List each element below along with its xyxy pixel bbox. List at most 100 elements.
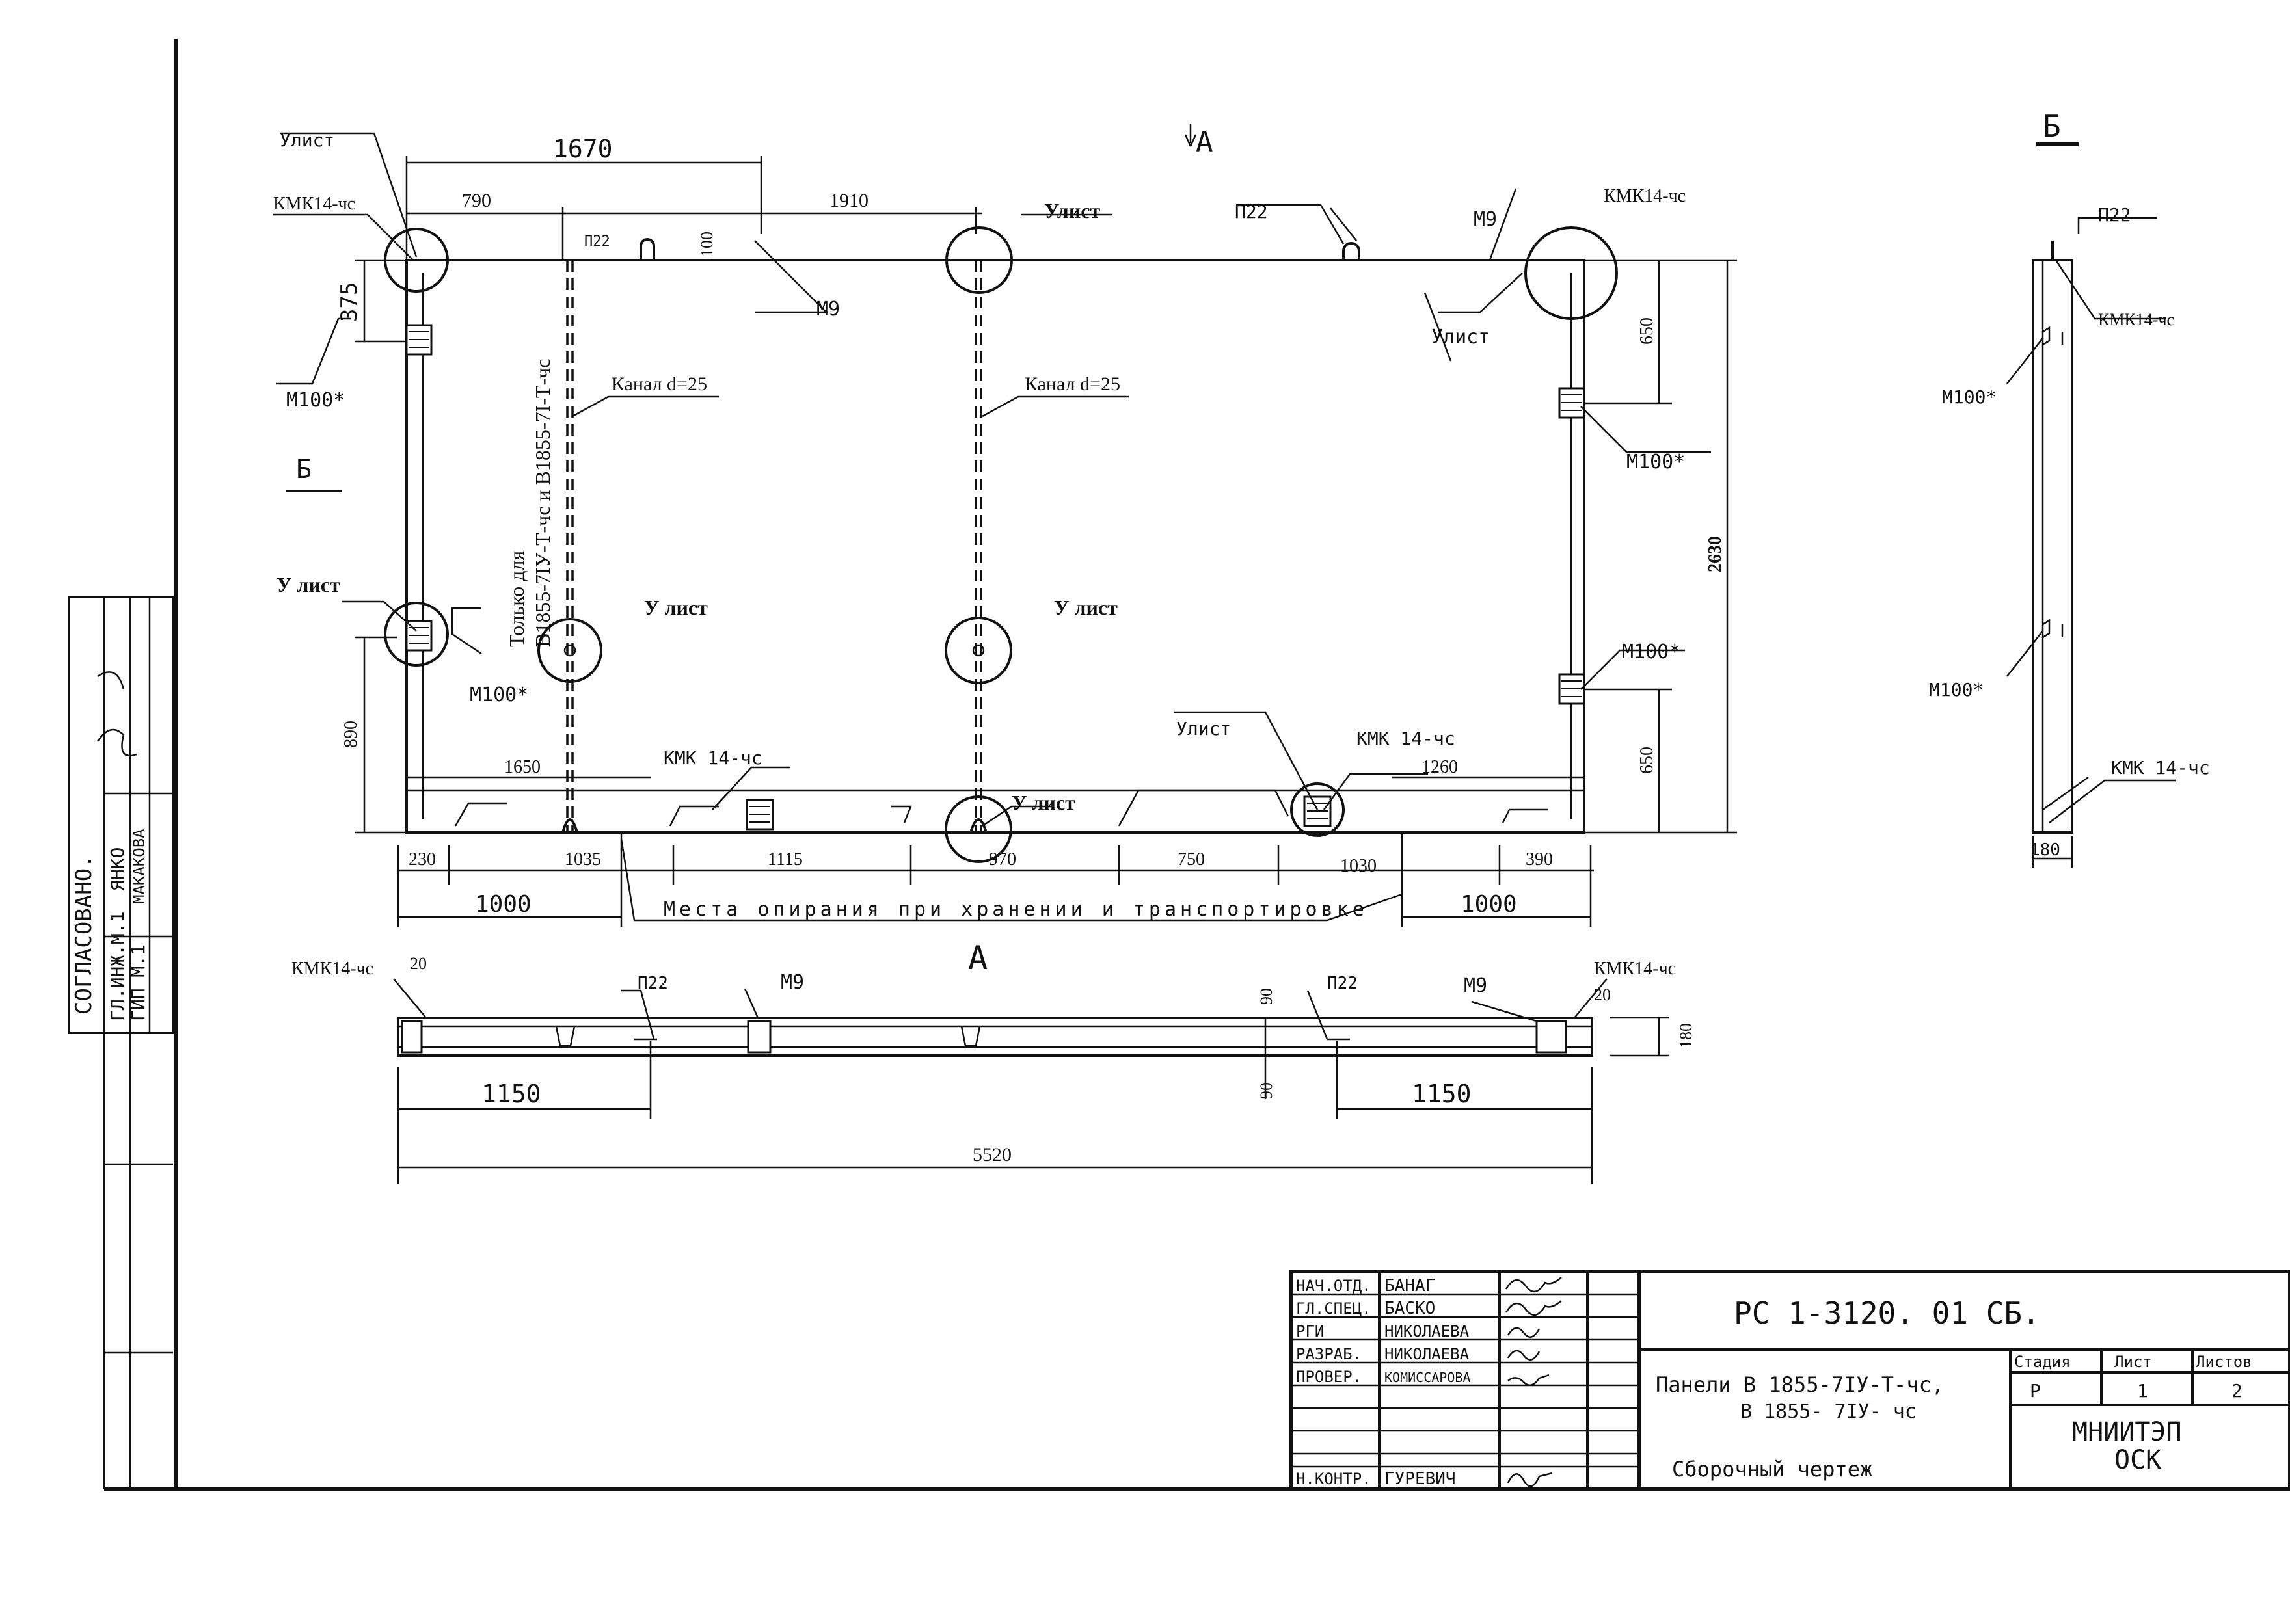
dim-650-top: 650 — [1637, 317, 1657, 345]
sheet-sheets-label: Листов — [2196, 1353, 2252, 1371]
title-block: НАЧ.ОТД. БАНАГ ГЛ.СПЕЦ. БАСКО РГИ НИКОЛА… — [1289, 1270, 2290, 1491]
label-only-for-1: Только для — [505, 551, 528, 647]
label-m100-2: М100* — [470, 684, 528, 706]
dim-1030: 1030 — [1340, 856, 1377, 876]
dim-390: 390 — [1526, 849, 1553, 870]
dim-1150-right: 1150 — [1412, 1080, 1472, 1108]
agreed-block: СОГЛАСОВАНО. ГЛ.ИНЖ.М.1 ЯНКО ГИП М.1 МАК… — [71, 671, 149, 1021]
label-m9-tr: М9 — [1474, 208, 1497, 231]
label-kmk-tl: КМК14-чс — [273, 194, 355, 214]
dim-1910: 1910 — [829, 190, 869, 211]
agreed-role-2: ГИП М.1 — [128, 944, 149, 1021]
label-ulist-tm: Улист — [1044, 199, 1100, 222]
dim-90-bottom: 90 — [1257, 1082, 1276, 1099]
approval-name-6: ГУРЕВИЧ — [1384, 1469, 1456, 1489]
agreed-signature — [96, 671, 137, 757]
ulist-circle-bm — [945, 795, 1012, 863]
approval-role-3: РГИ — [1296, 1322, 1324, 1340]
sheet-stage-value: Р — [2030, 1380, 2041, 1402]
dim-2630: 2630 — [1705, 536, 1725, 572]
org-name-2: ОСК — [2114, 1445, 2161, 1475]
dimension-text: 1670 790 1910 100 375 890 650 2630 650 1… — [291, 135, 2210, 1165]
plate-m100-4 — [1558, 673, 1585, 705]
label-only-for-2: В1855-7ІУ-Т-чс и В1855-7І-Т-чс — [531, 359, 554, 647]
dim-20-left: 20 — [410, 954, 427, 973]
sheet-sheet-value: 1 — [2137, 1380, 2148, 1402]
dim-1000-left: 1000 — [475, 891, 532, 918]
plate-kmk-bottom-1 — [746, 799, 774, 831]
label-kmk-a-right: КМК14-чс — [1594, 959, 1676, 979]
approval-role-1: НАЧ.ОТД. — [1296, 1277, 1371, 1295]
agreed-name-1: ЯНКО — [107, 847, 128, 891]
label-kanal-1: Канал d=25 — [612, 373, 707, 395]
label-ulist-tr: Улист — [1431, 326, 1490, 349]
label-m100-b1: М100* — [1942, 386, 1997, 408]
dim-1670: 1670 — [553, 135, 613, 163]
approval-role-2: ГЛ.СПЕЦ. — [1296, 1299, 1371, 1318]
leader-lines — [273, 124, 2176, 1040]
dim-180-b: 180 — [2030, 840, 2060, 860]
label-p22-a-left: П22 — [638, 974, 668, 993]
dim-1000-right: 1000 — [1461, 891, 1517, 918]
label-m100-4: М100* — [1622, 641, 1680, 663]
dim-750: 750 — [1178, 849, 1205, 870]
approval-role-5: ПРОВЕР. — [1296, 1368, 1362, 1386]
agreed-role-1: ГЛ.ИНЖ.М.1 — [107, 911, 128, 1021]
section-a-view — [397, 1017, 1669, 1184]
doc-code: РС 1-3120. 01 СБ. — [1734, 1296, 2040, 1331]
plate-kmk-bottom-2 — [1303, 795, 1332, 827]
ulist-circle-tm — [945, 226, 1013, 294]
sheet-sheets-value: 2 — [2231, 1380, 2243, 1402]
ulist-circle-mr — [945, 617, 1012, 684]
dim-375: 375 — [336, 282, 362, 322]
dim-970: 970 — [989, 849, 1016, 870]
label-ulist-mr: У лист — [1054, 596, 1118, 619]
loop-p22-top-right — [1342, 242, 1360, 260]
dim-650-bottom: 650 — [1637, 747, 1657, 774]
dim-5520: 5520 — [973, 1144, 1012, 1165]
dim-90-top: 90 — [1257, 988, 1276, 1005]
label-p22-tl: П22 — [584, 233, 610, 250]
elevation-labels: Улист КМК14-чс М100* У лист М100* Канал … — [273, 109, 2061, 977]
label-m100-b2: М100* — [1929, 679, 1984, 700]
label-ulist-tl: Улист — [280, 129, 334, 151]
approval-role-4: РАЗРАБ. — [1296, 1345, 1362, 1363]
sheet-sheet-label: Лист — [2114, 1353, 2152, 1371]
dim-20-right: 20 — [1594, 985, 1611, 1004]
approval-role-6: Н.КОНТР. — [1296, 1470, 1371, 1488]
label-section-b: Б — [2043, 109, 2061, 144]
approval-name-4: НИКОЛАЕВА — [1384, 1345, 1470, 1363]
label-section-a: А — [968, 939, 988, 977]
approval-name-2: БАСКО — [1384, 1299, 1435, 1318]
approval-name-1: БАНАГ — [1384, 1276, 1435, 1296]
label-kmk-b-bottom: КМК 14-чс — [2111, 757, 2210, 779]
dimension-lines — [355, 156, 1737, 927]
dim-180-a: 180 — [1677, 1023, 1695, 1048]
label-ulist-bm: У лист — [1012, 791, 1075, 814]
sheet-stage-label: Стадия — [2014, 1353, 2071, 1371]
dim-790: 790 — [462, 190, 491, 211]
label-kmk-b-top: КМК14-чс — [2098, 310, 2174, 329]
org-name-1: МНИИТЭП — [2072, 1417, 2182, 1447]
label-section-a-top: А — [1196, 126, 1213, 159]
dim-1035: 1035 — [565, 849, 601, 870]
label-kanal-2: Канал d=25 — [1025, 373, 1120, 395]
approval-name-3: НИКОЛАЕВА — [1384, 1322, 1470, 1340]
dim-1260: 1260 — [1421, 757, 1458, 777]
plate-m100-3 — [1558, 387, 1585, 419]
signatures — [1505, 1277, 1562, 1487]
label-m100-3: М100* — [1626, 451, 1685, 473]
label-ulist-br: Улист — [1176, 718, 1231, 739]
agreed-header: СОГЛАСОВАНО. — [71, 855, 97, 1015]
approval-name-5: КОМИССАРОВА — [1384, 1370, 1470, 1385]
label-ulist-ml: У лист — [276, 573, 340, 596]
label-kmk-tr: КМК14-чс — [1604, 186, 1686, 206]
ulist-circle-tr — [1524, 226, 1618, 320]
label-kmk-a-left: КМК14-чс — [291, 959, 373, 979]
label-m9-a-left: М9 — [781, 971, 804, 994]
label-section-b-left: Б — [296, 455, 312, 485]
label-p22-b: П22 — [2098, 204, 2131, 226]
label-p22-a-right: П22 — [1327, 974, 1358, 993]
label-kmk-br: КМК 14-чс — [1356, 728, 1455, 749]
